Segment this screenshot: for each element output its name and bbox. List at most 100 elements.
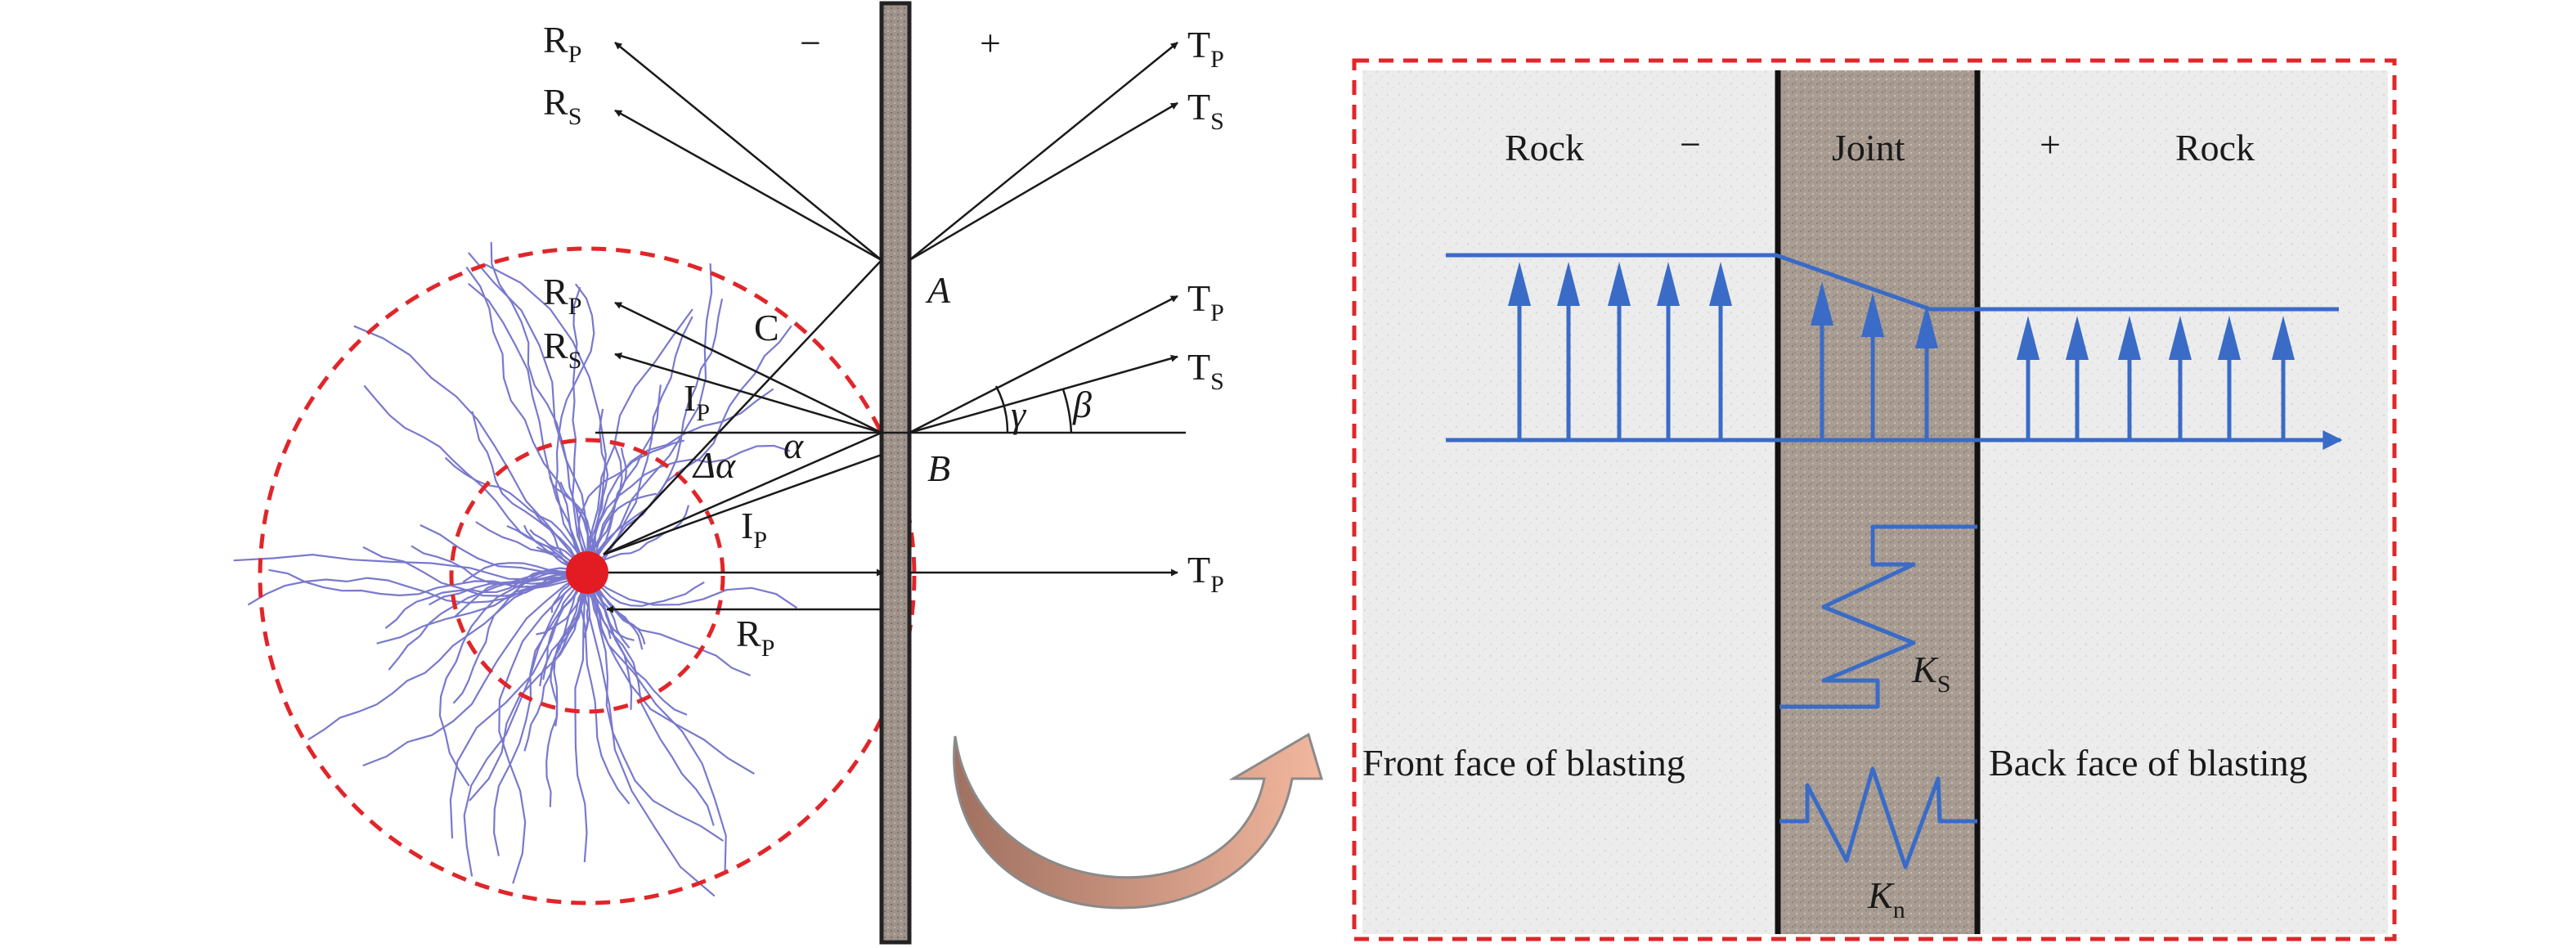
stress-arrow-head (2169, 316, 2192, 360)
crack-line (586, 572, 755, 775)
label-joint: Joint (1832, 127, 1905, 168)
crack-line (469, 572, 589, 802)
crack-line (586, 408, 609, 573)
label-beta: β (1072, 384, 1092, 425)
stress-arrow-head (1508, 262, 1531, 306)
label-IP-lower: IP (741, 505, 767, 554)
label-delta-alpha: Δα (692, 444, 736, 486)
stress-profile-line (1446, 253, 2339, 312)
crack-line (362, 572, 588, 767)
transmitted-P-ray-A (909, 42, 1178, 261)
sign-negative-left: − (800, 22, 821, 64)
sign-positive-left: + (980, 22, 1001, 64)
crack-line (586, 263, 713, 573)
stress-arrow-head (1811, 281, 1833, 326)
crack-line (449, 572, 588, 839)
right-panel-frame (1352, 58, 2397, 941)
crack-line (586, 572, 705, 607)
rock-left-region (1362, 70, 1778, 934)
label-point-C: C (754, 307, 779, 348)
label-TP-mid: TP (1187, 277, 1224, 326)
crack-line (586, 444, 791, 573)
crack-line (438, 571, 588, 787)
stress-arrow-head (2118, 316, 2141, 360)
crack-line (554, 283, 595, 573)
left-panel: − + RP RS TP TS RP RS TP TS IP IP RP TP … (233, 1, 1224, 945)
blast-crack-network (233, 241, 798, 897)
label-plus: + (2040, 124, 2061, 165)
label-point-B: B (927, 447, 950, 489)
label-gamma: γ (1011, 393, 1027, 435)
crack-line (465, 266, 589, 573)
transmitted-P-ray-B (909, 294, 1178, 434)
crack-line (471, 411, 588, 573)
crack-line (468, 252, 589, 573)
rock-right-region (1977, 70, 2388, 934)
outer-damage-zone (258, 246, 917, 905)
crack-line (580, 572, 631, 805)
crack-line (463, 572, 588, 877)
angle-arc-beta (1061, 389, 1073, 434)
crack-line (268, 568, 588, 597)
stress-arrow-head (1915, 304, 1938, 348)
stress-distribution (1446, 253, 2343, 450)
stress-arrow-head (2218, 316, 2241, 360)
crack-line (492, 572, 588, 856)
transmitted-S-ray-A (909, 101, 1178, 262)
crack-line (498, 572, 588, 884)
reflected-P-ray-B (614, 301, 882, 434)
label-RP-mid: RP (543, 271, 581, 320)
inner-damage-zone (449, 438, 725, 714)
label-TP-top: TP (1187, 24, 1224, 73)
stress-arrow-head (2272, 316, 2295, 360)
joint-band-left (879, 1, 912, 945)
label-TS-top: TS (1187, 86, 1224, 135)
crack-line (586, 572, 752, 676)
stress-arrow-head (1657, 262, 1680, 306)
crack-line (586, 444, 623, 573)
label-back-face: Back face of blasting (1989, 742, 2308, 784)
stress-arrow-head (2017, 316, 2040, 360)
crack-line (571, 286, 589, 573)
stress-arrow-head (1608, 262, 1631, 306)
crack-line (586, 572, 798, 609)
crack-line (586, 572, 715, 826)
stress-arrow-head (1861, 293, 1884, 337)
label-minus: − (1680, 124, 1701, 165)
crack-line (586, 572, 633, 710)
incident-ray-to-B-2 (603, 453, 882, 556)
crack-line (586, 572, 716, 897)
right-panel: Rock − Joint + Rock Front face of blasti… (1352, 58, 2397, 941)
label-spring-normal: Kn (1867, 874, 1905, 923)
label-IP-upper: IP (684, 377, 710, 426)
label-rock-right: Rock (2175, 127, 2255, 168)
label-RP-top: RP (543, 19, 581, 68)
label-RS-mid: RS (543, 325, 581, 374)
label-rock-left: Rock (1505, 127, 1584, 168)
crack-line (444, 456, 589, 573)
label-front-face: Front face of blasting (1362, 742, 1685, 784)
incident-ray-to-A (603, 259, 882, 555)
crack-line (490, 241, 589, 573)
crack-line (307, 571, 588, 741)
label-point-A: A (925, 269, 951, 311)
crack-line (233, 553, 588, 581)
transition-arrow (953, 732, 1324, 910)
blast-hole (566, 551, 608, 594)
crack-line (550, 572, 588, 726)
label-RP-lower: RP (736, 613, 774, 662)
stress-arrows (1508, 262, 2295, 440)
normal-spring (1779, 766, 1977, 869)
crack-line (586, 572, 727, 874)
reflected-S-ray-A (614, 109, 882, 262)
stress-arrow-head (1557, 262, 1580, 306)
crack-line (586, 325, 792, 573)
transmitted-S-ray-B (909, 354, 1178, 434)
incident-ray-to-B (603, 431, 882, 556)
crack-line (586, 308, 693, 573)
reflected-P-ray-A (614, 42, 882, 261)
stress-arrow-head (2066, 316, 2089, 360)
label-alpha: α (783, 425, 804, 466)
angle-arc-gamma (994, 385, 1009, 434)
